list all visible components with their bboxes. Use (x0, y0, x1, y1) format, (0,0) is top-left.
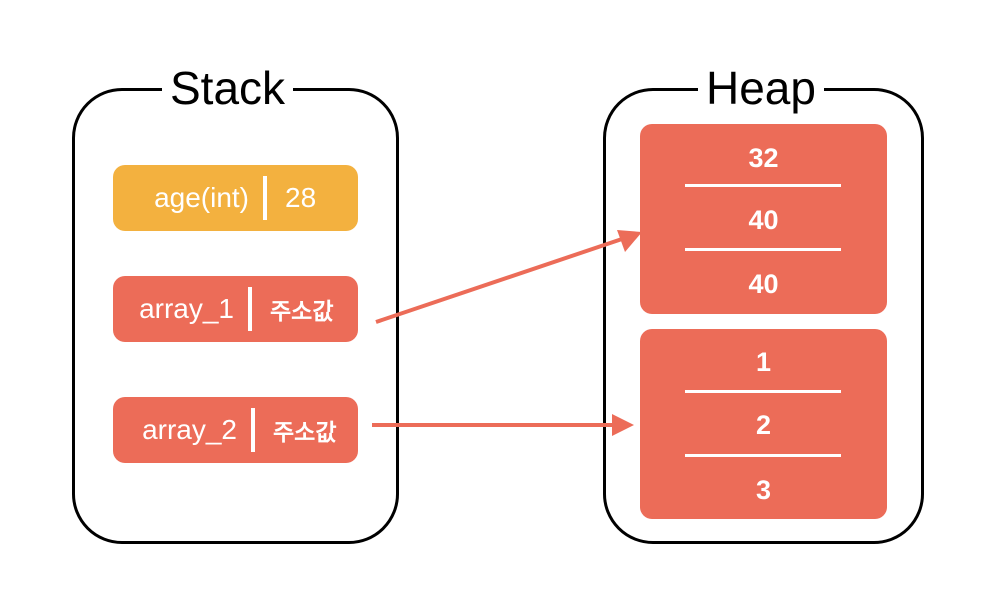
variable-name: age(int) (154, 182, 249, 213)
element-separator (685, 390, 841, 393)
variable-divider (251, 408, 255, 452)
heap-array-element: 3 (755, 475, 772, 505)
heap-array-2: 1 2 3 (640, 329, 887, 519)
variable-divider (248, 287, 252, 331)
stack-title: Stack (162, 60, 294, 116)
stack-variable-array-1: array_1 주소값 (113, 276, 358, 342)
stack-variable-array-2: array_2 주소값 (113, 397, 358, 463)
variable-divider (263, 176, 267, 220)
variable-value: 주소값 (270, 299, 334, 325)
variable-name: array_2 (142, 414, 237, 445)
stack-variable-age: age(int) 28 (113, 165, 358, 231)
heap-array-element: 40 (748, 269, 779, 299)
element-separator (685, 454, 841, 457)
arrow-array-1-to-heap (375, 237, 623, 324)
variable-value: 주소값 (273, 420, 337, 446)
heap-array-element: 2 (755, 410, 772, 440)
variable-name: array_1 (139, 293, 234, 324)
heap-title: Heap (698, 60, 824, 116)
heap-array-element: 1 (755, 347, 772, 377)
heap-array-element: 32 (748, 143, 779, 173)
heap-array-element: 40 (748, 205, 779, 235)
variable-value: 28 (285, 182, 317, 213)
element-separator (685, 184, 841, 187)
heap-array-1: 32 40 40 (640, 124, 887, 314)
element-separator (685, 248, 841, 251)
